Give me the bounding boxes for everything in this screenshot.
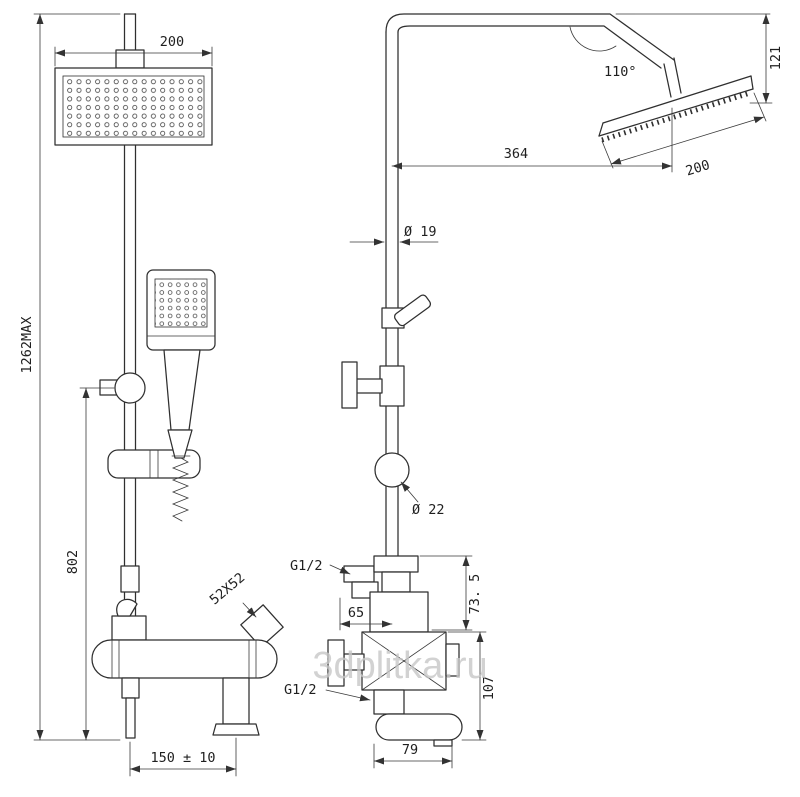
dim-head-size: 200 xyxy=(684,157,712,179)
side-dim-inlet-offset: 65 xyxy=(339,597,393,631)
dim-head-drop: 121 xyxy=(768,46,784,70)
side-dim-head-drop: 121 xyxy=(615,13,784,104)
side-dim-body-depth: 79 xyxy=(373,742,453,769)
side-dim-arm-angle: 110° xyxy=(569,26,637,80)
dim-thread-top: G1/2 xyxy=(290,558,323,574)
side-view: 110° 121 364 200 Ø 19 xyxy=(284,13,784,769)
dim-overall-height: 1262MAX xyxy=(19,317,35,374)
front-label-escutcheon: 52X52 xyxy=(207,570,257,618)
front-mixer-lever xyxy=(116,598,138,617)
dim-front-head-width: 200 xyxy=(160,34,184,50)
front-spout xyxy=(222,677,250,725)
front-dim-bracket-height: 802 xyxy=(65,387,115,741)
front-dim-head-width: 200 xyxy=(54,34,213,67)
dim-pipe-diameter: Ø 19 xyxy=(404,224,437,240)
side-spout xyxy=(375,713,463,741)
dim-body-depth: 79 xyxy=(402,742,418,758)
side-overhead-shower xyxy=(598,75,754,143)
side-dim-spout-drop: 107 xyxy=(447,631,497,741)
front-hand-shower xyxy=(146,269,216,522)
dim-arm-reach: 364 xyxy=(504,146,528,162)
dim-body-rise: 73. 5 xyxy=(467,574,483,615)
side-handle xyxy=(327,639,345,687)
side-ball-joint: Ø 22 xyxy=(374,452,445,518)
dim-spout-drop: 107 xyxy=(481,676,497,700)
side-flow-knob xyxy=(341,361,405,409)
side-dim-pipe-diameter: Ø 19 xyxy=(349,224,439,246)
front-mixer xyxy=(91,598,284,739)
side-label-thread-bottom: G1/2 xyxy=(284,682,371,702)
dim-arm-angle: 110° xyxy=(604,64,637,80)
dim-escutcheon-size: 52X52 xyxy=(207,570,248,608)
side-dim-arm-reach: 364 xyxy=(391,107,673,173)
front-dim-overall-height: 1262MAX xyxy=(19,13,121,741)
side-dim-body-rise: 73. 5 xyxy=(419,555,483,631)
front-overhead-shower xyxy=(54,49,213,146)
front-handset-bracket xyxy=(107,449,201,479)
side-dim-head-size: 200 xyxy=(601,92,767,179)
dim-inlet-spacing: 150 ± 10 xyxy=(150,750,215,766)
side-upper-housing xyxy=(343,555,429,633)
dim-joint-diameter: Ø 22 xyxy=(412,502,445,518)
side-mixer-body xyxy=(327,631,463,747)
dim-thread-bottom: G1/2 xyxy=(284,682,317,698)
watermark-text: 3dplitka.ru xyxy=(312,645,487,687)
side-label-thread-top: G1/2 xyxy=(290,558,351,575)
front-slider-knob xyxy=(99,372,146,404)
front-view: 200 xyxy=(19,13,284,777)
dim-bracket-height: 802 xyxy=(65,550,81,574)
hose-spring xyxy=(171,457,190,522)
front-dim-inlet-spacing: 150 ± 10 xyxy=(129,737,237,777)
side-diverter-lever xyxy=(381,294,432,329)
dim-inlet-offset: 65 xyxy=(348,605,364,621)
